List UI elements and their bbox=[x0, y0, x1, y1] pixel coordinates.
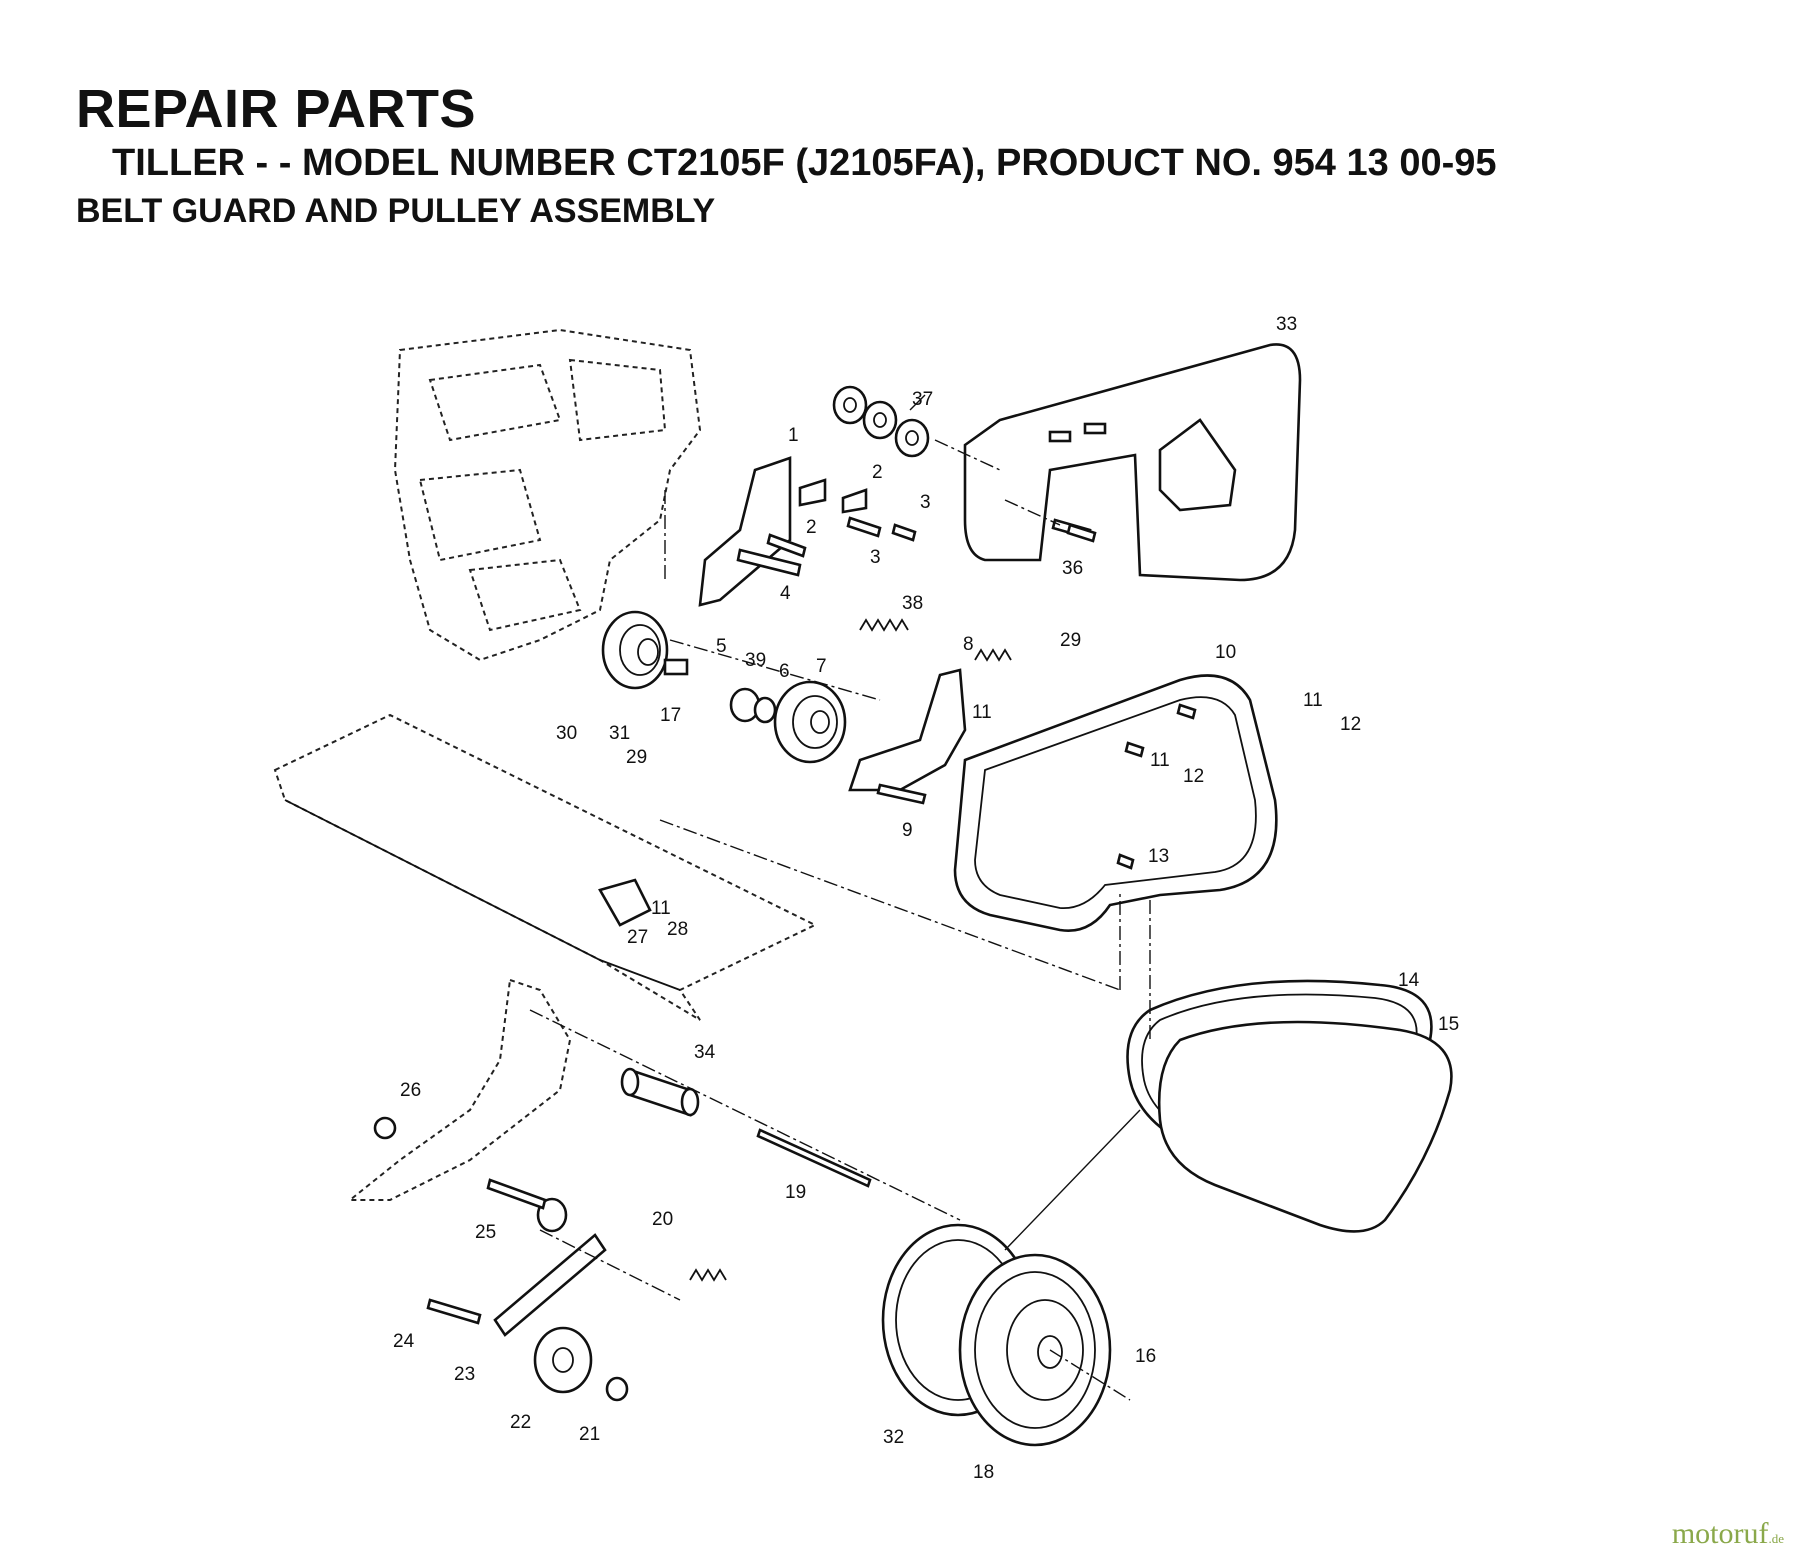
section-title: BELT GUARD AND PULLEY ASSEMBLY bbox=[76, 192, 716, 230]
spacer-tube bbox=[620, 1067, 700, 1117]
front-belt-guard bbox=[953, 674, 1278, 933]
model-subtitle: TILLER - - MODEL NUMBER CT2105F (J2105FA… bbox=[112, 142, 1497, 184]
callout-label: 5 bbox=[716, 636, 727, 657]
callout-label: 38 bbox=[902, 593, 923, 614]
engine-outline bbox=[393, 328, 702, 662]
leader-lines bbox=[529, 394, 1151, 1401]
callout-label: 17 bbox=[660, 705, 681, 726]
callout-label: 23 bbox=[454, 1364, 475, 1385]
callout-label: 11 bbox=[972, 702, 992, 723]
callout-label: 26 bbox=[400, 1080, 421, 1101]
callout-label: 30 bbox=[556, 723, 577, 744]
spacers bbox=[832, 385, 930, 458]
idler-arm bbox=[848, 668, 967, 792]
callout-label: 12 bbox=[1183, 766, 1204, 787]
callout-label: 39 bbox=[745, 650, 766, 671]
watermark: motoruf.de bbox=[1671, 1517, 1784, 1550]
callout-label: 13 bbox=[1148, 846, 1169, 867]
callout-labels: 1 2 2 3 3 4 5 6 7 8 9 10 11 11 11 11 12 … bbox=[393, 314, 1459, 1483]
callout-label: 11 bbox=[1150, 750, 1170, 771]
callout-label: 11 bbox=[651, 898, 671, 919]
callout-label: 11 bbox=[1303, 690, 1323, 711]
callout-label: 25 bbox=[475, 1222, 496, 1243]
callout-label: 19 bbox=[785, 1182, 806, 1203]
shaft bbox=[756, 1128, 872, 1188]
callout-label: 12 bbox=[1340, 714, 1361, 735]
callout-label: 29 bbox=[626, 747, 647, 768]
rear-belt-guard bbox=[963, 343, 1302, 582]
callout-label: 14 bbox=[1398, 970, 1420, 991]
callout-label: 3 bbox=[870, 547, 881, 568]
callout-label: 1 bbox=[788, 425, 799, 446]
callout-label: 24 bbox=[393, 1331, 415, 1352]
callout-label: 31 bbox=[609, 723, 630, 744]
callout-label: 7 bbox=[816, 656, 827, 677]
idler-support-bracket bbox=[347, 978, 572, 1201]
hardware bbox=[373, 523, 1197, 1325]
spring bbox=[859, 618, 909, 632]
callout-label: 28 bbox=[667, 919, 688, 940]
callout-label: 27 bbox=[627, 927, 648, 948]
callout-label: 29 bbox=[1060, 630, 1081, 651]
idler-pulley bbox=[729, 680, 847, 764]
callout-label: 32 bbox=[883, 1427, 904, 1448]
engine-pulley bbox=[601, 610, 689, 690]
callout-label: 9 bbox=[902, 820, 913, 841]
callout-label: 16 bbox=[1135, 1346, 1156, 1367]
callout-label: 8 bbox=[963, 634, 974, 655]
tine-shield bbox=[273, 713, 818, 1021]
callout-label: 2 bbox=[806, 517, 817, 538]
small-idler bbox=[493, 1197, 629, 1402]
callout-label: 15 bbox=[1438, 1014, 1459, 1035]
callout-label: 20 bbox=[652, 1209, 673, 1230]
callout-label: 33 bbox=[1276, 314, 1297, 335]
callout-label: 21 bbox=[579, 1424, 600, 1445]
callout-label: 18 bbox=[973, 1462, 994, 1483]
callout-label: 2 bbox=[872, 462, 883, 483]
support-bracket bbox=[698, 456, 1092, 607]
callout-label: 22 bbox=[510, 1412, 531, 1433]
drive-belts bbox=[1126, 979, 1453, 1233]
tine-shaft-pulley bbox=[881, 1223, 1112, 1447]
callout-label: 34 bbox=[694, 1042, 716, 1063]
callout-label: 10 bbox=[1215, 642, 1236, 663]
callout-label: 6 bbox=[779, 661, 790, 682]
callout-label: 3 bbox=[920, 492, 931, 513]
callout-label: 36 bbox=[1062, 558, 1083, 579]
callout-label: 37 bbox=[912, 389, 933, 410]
callout-label: 4 bbox=[780, 583, 791, 604]
page-title: REPAIR PARTS bbox=[76, 79, 477, 139]
